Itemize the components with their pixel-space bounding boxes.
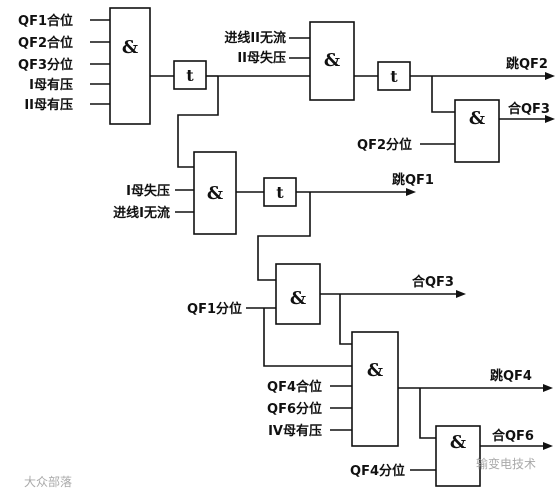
and-gate-1	[109, 7, 151, 125]
watermark-left: 大众部落	[24, 474, 72, 489]
label-close-qf3-top: 合QF3	[508, 101, 550, 117]
label-close-qf6: 合QF6	[492, 428, 534, 444]
label-bus-i-voltage: I母有压	[29, 77, 73, 93]
label-trip-qf4: 跳QF4	[490, 368, 532, 384]
label-line-i-no-current: 进线I无流	[113, 205, 170, 221]
timer-3-symbol: t	[276, 183, 284, 202]
and-gate-3	[454, 99, 500, 163]
label-qf4-open: QF4分位	[350, 463, 405, 479]
and-gate-6	[351, 331, 399, 447]
label-trip-qf2: 跳QF2	[506, 56, 548, 72]
and-gate-3-symbol: &	[469, 108, 485, 129]
and-gate-4	[193, 151, 237, 235]
label-qf2-closed: QF2合位	[18, 35, 73, 51]
label-bus-iv-voltage: IV母有压	[268, 423, 322, 439]
and-gate-2-symbol: &	[324, 50, 340, 71]
label-qf2-open: QF2分位	[357, 137, 412, 153]
and-gate-4-symbol: &	[207, 183, 223, 204]
label-qf6-open: QF6分位	[267, 401, 322, 417]
and-gate-2	[309, 21, 355, 101]
and-gate-7-symbol: &	[450, 432, 466, 453]
watermark-right: 输变电技术	[476, 456, 536, 471]
and-gate-5-symbol: &	[290, 288, 306, 309]
and-gate-6-symbol: &	[367, 360, 383, 381]
label-trip-qf1: 跳QF1	[392, 172, 434, 188]
label-line-ii-no-current: 进线II无流	[224, 30, 286, 46]
label-qf1-open: QF1分位	[187, 301, 242, 317]
label-bus-ii-loss: II母失压	[237, 50, 286, 66]
label-close-qf3-mid: 合QF3	[412, 274, 454, 290]
label-bus-i-loss: I母失压	[126, 183, 170, 199]
timer-1-symbol: t	[186, 66, 194, 85]
and-gate-7	[435, 425, 481, 487]
timer-1	[173, 60, 207, 90]
label-qf1-closed: QF1合位	[18, 13, 73, 29]
timer-2-symbol: t	[390, 67, 398, 86]
label-qf3-open: QF3分位	[18, 57, 73, 73]
and-gate-1-symbol: &	[122, 37, 138, 58]
label-qf4-closed: QF4合位	[267, 379, 322, 395]
label-bus-ii-voltage: II母有压	[24, 97, 73, 113]
